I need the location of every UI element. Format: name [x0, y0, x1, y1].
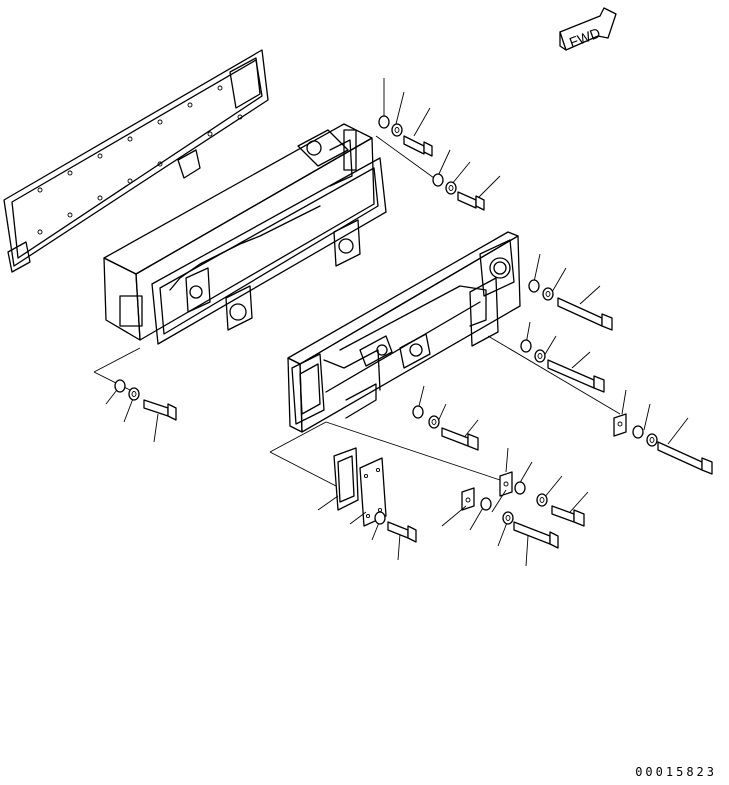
main-housing: [287, 231, 521, 433]
cover-block: [103, 123, 375, 341]
washers: [114, 115, 658, 525]
bracket-tabs: [461, 413, 627, 511]
gasket-upper: [3, 49, 269, 273]
fwd-arrow: FWD: [559, 7, 617, 51]
gasket-middle: [151, 157, 387, 345]
drawing-number: 00015823: [635, 765, 717, 779]
cover-plate-1: [333, 447, 359, 511]
cover-plate-2: [359, 457, 387, 527]
bolts: [143, 135, 713, 549]
